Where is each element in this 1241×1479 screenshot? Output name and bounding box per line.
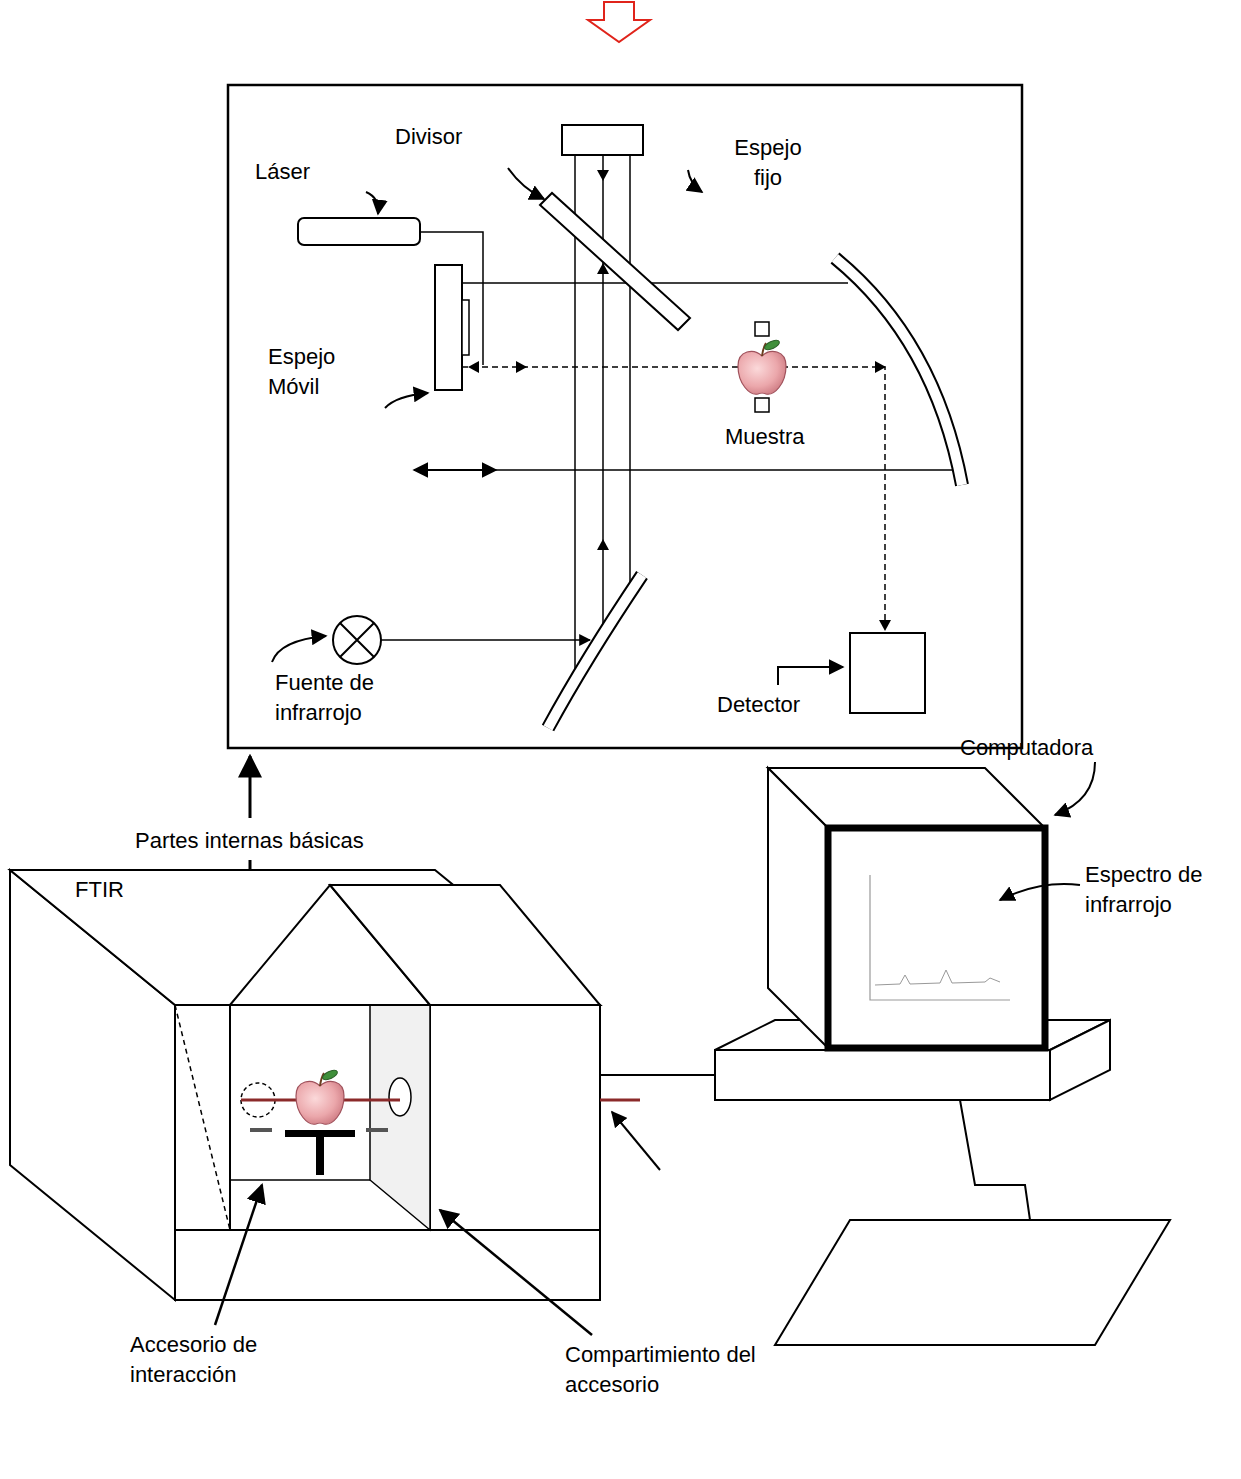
sample-apple — [296, 1068, 344, 1124]
beam-port — [389, 1078, 411, 1116]
leader-line — [215, 1185, 262, 1325]
leader-line — [508, 168, 544, 199]
beam-arrow — [879, 620, 891, 631]
computer: Computadora — [715, 725, 1115, 1105]
curved-mirror — [835, 258, 962, 485]
sample-holder — [755, 398, 769, 412]
spectrum-trace — [875, 970, 1000, 985]
sample-stage — [250, 1128, 272, 1132]
ir-source — [333, 616, 381, 664]
beam-line — [602, 155, 604, 640]
monitor-screen — [828, 828, 1045, 1048]
beam-line — [462, 469, 955, 471]
part-label: Detector — [717, 690, 800, 720]
beam-arrow — [597, 170, 609, 181]
beam-line — [462, 282, 848, 284]
housing-top — [10, 870, 600, 1005]
node-label: Computadora — [960, 733, 1093, 763]
fixed-mirror — [562, 125, 643, 155]
computer-base — [715, 1050, 1050, 1100]
spectrum-axes — [870, 875, 1010, 1000]
beam-splitter — [540, 193, 690, 330]
compartment-floor — [230, 1179, 370, 1181]
beam-arrow — [875, 361, 886, 373]
detector-box — [850, 633, 925, 713]
sample-stage — [366, 1128, 388, 1132]
source-beam — [381, 639, 590, 641]
sample-stage — [285, 1130, 355, 1137]
node-label: FTIR — [75, 875, 124, 905]
pointer-arrow — [588, 2, 650, 42]
part-label: Espejo fijo — [728, 133, 808, 192]
sample-beam — [462, 367, 885, 628]
motion-arrow — [414, 469, 496, 471]
internal-parts-frame — [228, 85, 1022, 748]
beam-arrow — [468, 361, 479, 373]
hidden-edge — [175, 1005, 230, 1230]
part-label: Accesorio de interacción — [130, 1330, 280, 1389]
sample-holder — [755, 322, 769, 336]
ir-beam — [600, 1099, 640, 1102]
accessory-compartment — [230, 1005, 430, 1230]
curved-mirror — [548, 575, 642, 728]
leader-line — [385, 393, 428, 408]
instrument-housing: FTIR — [10, 865, 600, 1300]
beam-line — [629, 155, 631, 598]
part-label: Partes internas básicas — [135, 826, 364, 856]
part-label: Fuente de infrarrojo — [275, 668, 390, 727]
beam-arrow — [516, 361, 527, 373]
curved-mirror — [548, 575, 642, 728]
leader-line — [778, 667, 843, 685]
curved-mirror — [835, 258, 962, 485]
beam-arrow — [597, 539, 609, 550]
ir-source — [340, 623, 374, 657]
part-label: Compartimiento del accesorio — [565, 1340, 785, 1399]
leader-line — [366, 192, 378, 214]
sample-apple — [738, 338, 786, 394]
moving-mirror — [462, 300, 469, 355]
moving-mirror — [435, 265, 462, 390]
keyboard-cable — [960, 1100, 1030, 1220]
part-label: Divisor — [395, 122, 462, 152]
computer-base — [1050, 1020, 1110, 1100]
zoom-arrow — [249, 756, 252, 818]
leader-line — [1055, 762, 1095, 815]
part-label: Muestra — [725, 422, 804, 452]
monitor — [768, 768, 828, 1048]
part-label: Láser — [255, 157, 310, 187]
sample-stage — [316, 1137, 324, 1175]
compartment-wall — [370, 1005, 430, 1230]
cable-connector — [600, 1074, 715, 1076]
leader-line — [440, 1210, 592, 1335]
part-label: Espejo Móvil — [268, 342, 348, 401]
leader-line — [272, 636, 326, 662]
part-label: Espectro de infrarrojo — [1085, 860, 1215, 919]
keyboard — [775, 1220, 1170, 1345]
compartment-lid — [330, 885, 600, 1005]
leader-line — [688, 170, 702, 192]
leader-line — [1000, 884, 1080, 900]
laser — [298, 218, 420, 245]
leader-line — [612, 1112, 660, 1170]
